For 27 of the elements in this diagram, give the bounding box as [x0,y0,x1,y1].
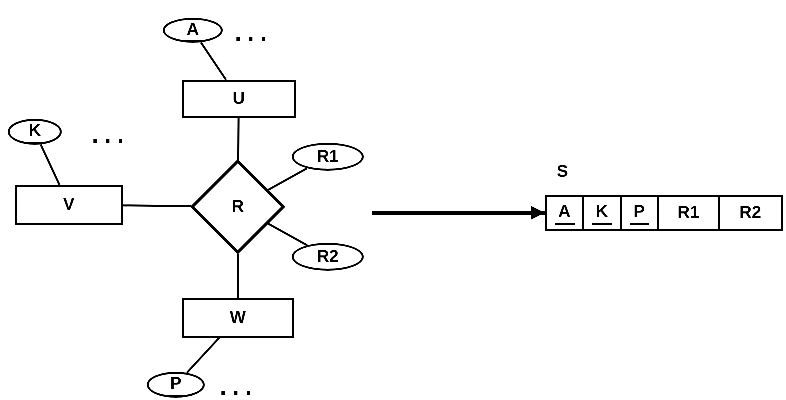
connector-line [237,254,239,298]
attribute-ellipse: K [8,119,62,145]
relationship-diamond: R [191,160,285,254]
table-cell: R1 [659,197,720,229]
connector-line [268,168,308,192]
table-cell: A [547,197,584,229]
table-cell: R2 [720,197,781,229]
table-cell: P [622,197,660,229]
ellipsis: ... [220,376,258,400]
connector-line [122,204,192,208]
relation-name: S [557,163,568,180]
ellipsis: ... [92,124,130,148]
ellipsis: ... [235,22,274,46]
attribute-ellipse: P [147,372,205,398]
connector-line [186,337,220,374]
connector-line [268,222,308,246]
entity-box: W [182,298,294,338]
connector-line [237,118,240,160]
entity-box: V [15,185,123,225]
table-cell: K [584,197,622,229]
entity-box: U [182,80,296,118]
connector-line [40,144,61,186]
arrow [372,206,545,220]
attribute-ellipse: R1 [292,143,364,171]
attribute-ellipse: R2 [292,243,364,271]
connector-line [200,42,228,81]
attribute-ellipse: A [163,18,223,43]
